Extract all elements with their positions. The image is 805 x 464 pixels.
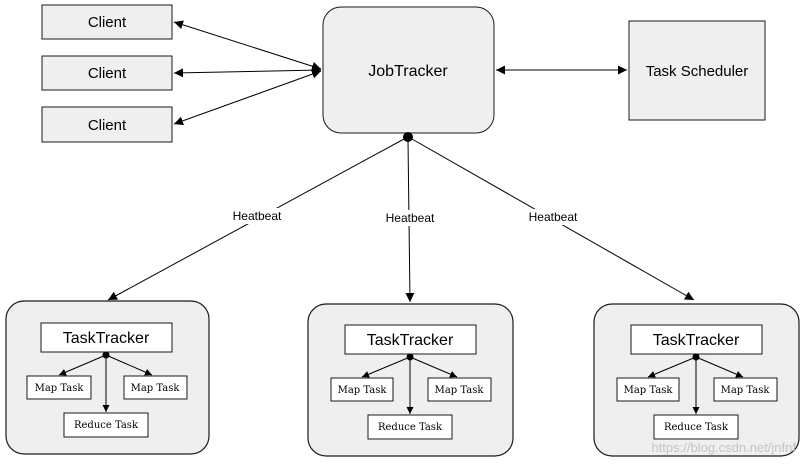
heartbeat-label-2: Heatbeat	[386, 211, 435, 225]
client-1-connector	[173, 20, 322, 71]
client-3-connector	[173, 69, 322, 126]
reduce-task-label: Reduce Task	[664, 422, 729, 433]
heartbeat-label-3: Heatbeat	[529, 210, 578, 224]
task-scheduler-box: Task Scheduler	[628, 20, 766, 121]
map-task-label: Map Task	[624, 385, 674, 396]
map-task-label: Map Task	[721, 385, 771, 396]
heartbeat-label-1: Heatbeat	[233, 209, 282, 223]
job-tracker-label: JobTracker	[368, 63, 448, 80]
reduce-task-label: Reduce Task	[378, 422, 443, 433]
task-tracker-group-2: TaskTracker Map Task Map Task Reduce Tas…	[307, 303, 514, 457]
client-2-connector	[173, 65, 322, 78]
client-box-3: Client	[41, 106, 173, 143]
task-tracker-title: TaskTracker	[653, 332, 740, 349]
client-label: Client	[88, 65, 127, 82]
reduce-task-label: Reduce Task	[74, 420, 139, 431]
map-task-label: Map Task	[35, 383, 85, 394]
map-task-connector	[105, 354, 153, 376]
client-label: Client	[88, 117, 127, 134]
heartbeat-label-bg	[525, 209, 581, 225]
watermark: https://blog.csdn.net/jnfnf	[651, 440, 796, 455]
map-task-label: Map Task	[131, 383, 181, 394]
map-task-connector	[409, 356, 458, 378]
task-tracker-title: TaskTracker	[63, 330, 150, 347]
client-box-2: Client	[41, 55, 173, 91]
client-box-1: Client	[41, 4, 173, 40]
heartbeat-label-bg	[230, 208, 284, 224]
job-tracker-box: JobTracker	[322, 6, 495, 134]
task-tracker-group-1: TaskTracker Map Task Map Task Reduce Tas…	[5, 300, 210, 455]
map-task-label: Map Task	[338, 385, 388, 396]
client-label: Client	[88, 14, 127, 31]
map-task-connector	[58, 354, 107, 376]
task-scheduler-label: Task Scheduler	[646, 63, 749, 80]
heartbeat-label-bg	[382, 210, 438, 226]
job-tracker-junction-dot	[403, 132, 413, 142]
task-tracker-group-3: TaskTracker Map Task Map Task Reduce Tas…	[593, 303, 800, 457]
map-task-connector	[647, 356, 697, 378]
map-task-connector	[695, 356, 744, 378]
task-tracker-title: TaskTracker	[367, 332, 454, 349]
map-task-connector	[361, 356, 411, 378]
map-task-label: Map Task	[435, 385, 485, 396]
